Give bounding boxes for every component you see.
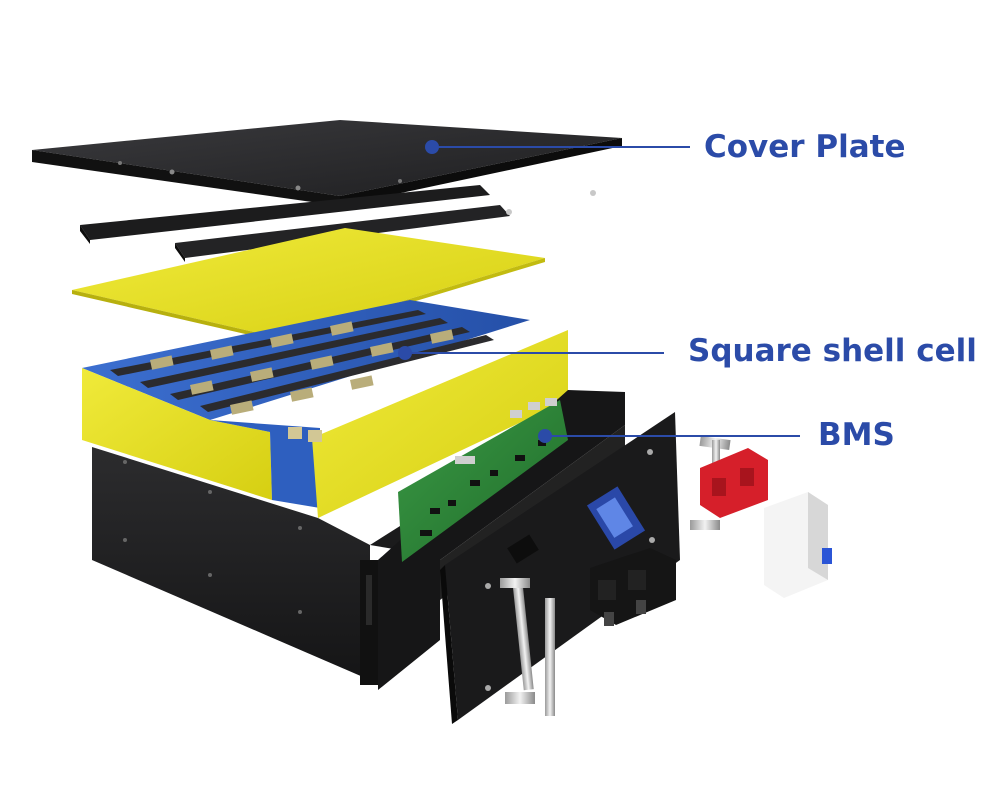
circuit-breaker <box>764 492 832 598</box>
bms-board <box>398 398 568 562</box>
front-panel <box>440 412 680 724</box>
front-handle <box>500 578 555 716</box>
cover-plate-dot <box>425 140 439 154</box>
cell-dot <box>398 346 412 360</box>
red-terminal-block <box>690 435 768 530</box>
cover-plate <box>32 120 622 206</box>
bms-label: BMS <box>818 417 895 453</box>
callout-lines <box>398 140 800 443</box>
square-shell-cell-label: Square shell cell <box>688 333 977 369</box>
cover-plate-label: Cover Plate <box>704 129 906 165</box>
black-terminal-block <box>590 548 676 626</box>
bms-dot <box>538 429 552 443</box>
square-shell-cell-module <box>82 300 568 518</box>
